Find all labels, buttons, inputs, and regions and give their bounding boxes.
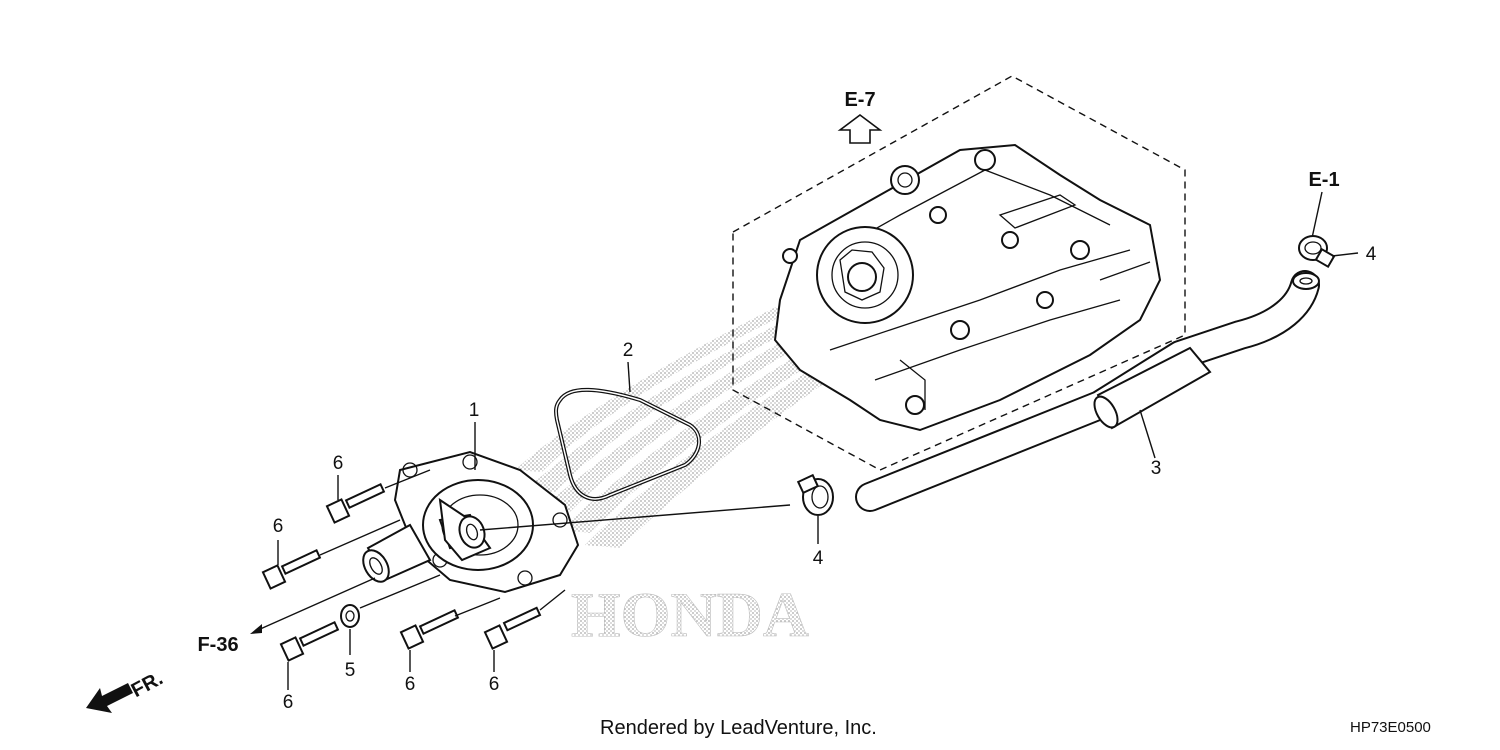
engine-case (773, 143, 1162, 432)
ref-front: FR. (128, 667, 167, 702)
hose-clamp-middle (796, 473, 834, 516)
hose-clamp-top (1298, 235, 1336, 269)
label-part-6-d: 6 (405, 674, 416, 695)
sealing-washer (340, 604, 360, 628)
arrow-up-icon (837, 114, 883, 144)
label-part-1: 1 (469, 400, 480, 421)
f36-arrowhead-icon (250, 624, 262, 634)
honda-wing-logo (515, 305, 858, 548)
honda-wordmark: HONDA (571, 579, 809, 650)
footer-credit: Rendered by LeadVenture, Inc. (600, 717, 877, 739)
label-part-4-top: 4 (1366, 244, 1377, 265)
water-hose (855, 270, 1320, 512)
bolt-e (483, 606, 542, 650)
label-part-6-c: 6 (283, 692, 294, 713)
front-arrow-icon (86, 683, 133, 713)
bolt-c (279, 621, 340, 662)
water-pump-cover (362, 450, 580, 594)
ref-e7: E-7 (844, 89, 875, 111)
label-part-2: 2 (623, 340, 634, 361)
bolt-b (261, 549, 322, 590)
label-part-5: 5 (345, 660, 356, 681)
footer-diagram-code: HP73E0500 (1350, 719, 1431, 736)
bolt-d (399, 609, 460, 650)
label-part-6-b: 6 (273, 516, 284, 537)
ref-f36: F-36 (197, 634, 238, 656)
label-part-3: 3 (1151, 458, 1162, 479)
engine-case-outline (732, 75, 1186, 471)
bolt-a (325, 483, 386, 524)
label-part-6-e: 6 (489, 674, 500, 695)
label-part-6-a: 6 (333, 453, 344, 474)
label-part-4-mid: 4 (813, 548, 824, 569)
ref-e1: E-1 (1308, 169, 1339, 191)
